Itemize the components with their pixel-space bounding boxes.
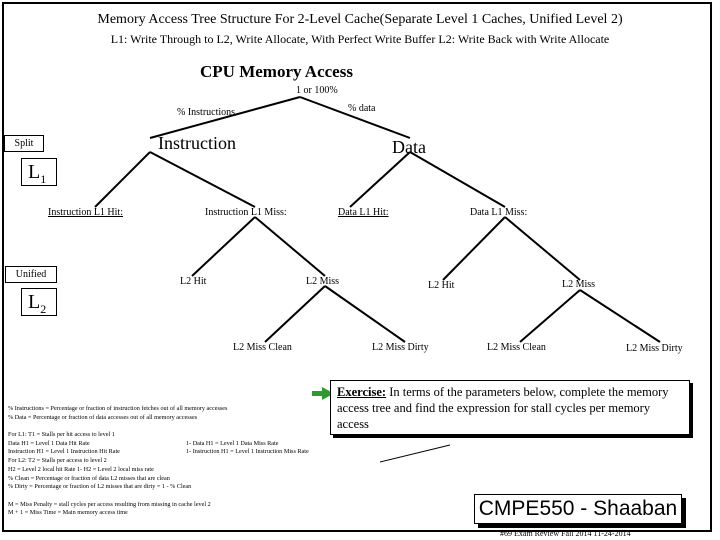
- node-l2-miss-clean-data: L2 Miss Clean: [487, 342, 546, 353]
- edge-data-l1-miss: [409, 151, 506, 208]
- note-line: For L1: T1 = Stalls per hit access to le…: [8, 431, 227, 440]
- slide-frame: [2, 2, 712, 532]
- unified-label: Unified: [15, 269, 47, 280]
- edge-label-pct-data: % data: [348, 103, 376, 114]
- note-text: For L2: T2 = Stalls per access to level …: [8, 457, 107, 465]
- exercise-label: Exercise:: [337, 385, 387, 399]
- edge-il2miss-clean: [264, 285, 326, 343]
- node-data-l1-miss: Data L1 Miss:: [470, 207, 528, 218]
- edge-dmiss-l2-hit: [442, 216, 506, 281]
- note-text: H2 = Level 2 local hit Rate 1- H2 = Leve…: [8, 465, 154, 473]
- edge-imiss-l2-miss: [254, 216, 326, 277]
- note-line: Data H1 = Level 1 Data Hit Rate 1- Data H…: [8, 439, 279, 449]
- green-arrow-icon: [312, 387, 334, 400]
- edge-dl2miss-dirty: [579, 289, 661, 343]
- node-data: Data: [392, 137, 426, 157]
- l1-label: L: [28, 161, 41, 183]
- notes-pointer-line: [379, 444, 451, 463]
- edge-instruction-l1-hit: [94, 151, 151, 208]
- split-label-box: Split: [4, 135, 44, 152]
- node-l2-miss-instruction: L2 Miss: [306, 276, 340, 287]
- split-label: Split: [14, 138, 34, 149]
- l1-label-box: L1: [21, 158, 57, 186]
- slide-subtitle: L1: Write Through to L2, Write Allocate,…: [110, 32, 610, 46]
- edge-dmiss-l2-miss: [504, 216, 581, 281]
- edge-il2miss-dirty: [324, 285, 406, 343]
- edge-instruction-l1-miss: [149, 151, 256, 208]
- edge-imiss-l2-hit: [191, 216, 256, 277]
- node-cpu-memory-access: CPU Memory Access: [200, 62, 353, 81]
- note-text: Instruction H1 = Level 1 Instruction Hit…: [8, 448, 120, 456]
- node-l2-miss-dirty-instruction: L2 Miss Dirty: [372, 342, 429, 353]
- note-text: % Instructions = Percentage or fraction …: [8, 405, 228, 412]
- note-line: Instruction H1 = Level 1 Instruction Hit…: [8, 448, 309, 457]
- node-l2-miss-dirty-data: L2 Miss Dirty: [626, 343, 683, 354]
- edge-dl2miss-clean: [519, 289, 581, 343]
- l2-label-sub: 2: [40, 302, 47, 316]
- note-line: H2 = Level 2 local hit Rate 1- H2 = Leve…: [8, 466, 227, 475]
- unified-label-box: Unified: [5, 266, 57, 283]
- note-line: For L2: T2 = Stalls per access to level …: [8, 457, 227, 466]
- note-line: % Instructions = Percentage or fraction …: [8, 405, 227, 414]
- note-text: Data H1 = Level 1 Data Hit Rate: [8, 439, 90, 447]
- note-text: M = Miss Penalty = stall cycles per acce…: [8, 500, 211, 508]
- slide-title: Memory Access Tree Structure For 2-Level…: [97, 12, 623, 27]
- edge-data-l1-hit: [349, 151, 411, 208]
- node-l2-miss-clean-instruction: L2 Miss Clean: [233, 342, 292, 353]
- note-text: For L1: T1 = Stalls per hit access to le…: [8, 431, 115, 439]
- note-line: [8, 422, 227, 431]
- node-instruction: Instruction: [158, 133, 236, 153]
- course-badge: CMPE550 - Shaaban: [474, 494, 682, 524]
- exercise-text: In terms of the parameters below, comple…: [337, 385, 669, 431]
- note-text: 1- Data H1 = Level 1 Data Miss Rate: [186, 439, 279, 447]
- l1-label-sub: 1: [40, 172, 47, 186]
- l2-label-box: L2: [21, 288, 57, 316]
- node-l2-hit-data: L2 Hit: [428, 280, 455, 291]
- exercise-box: Exercise: In terms of the parameters bel…: [330, 380, 690, 435]
- note-line: % Dirty = Percentage or fraction of L2 m…: [8, 483, 227, 492]
- node-root-note: 1 or 100%: [296, 85, 338, 96]
- note-text: % Data = Percentage or fraction of data …: [8, 413, 198, 421]
- l2-label: L: [28, 291, 41, 313]
- note-line: [8, 492, 227, 501]
- note-line: M + 1 = Miss Time = Main memory access t…: [8, 509, 227, 518]
- edge-root-instruction: [149, 96, 301, 139]
- edge-root-data: [299, 96, 411, 139]
- note-line: % Clean = Percentage or fraction of data…: [8, 475, 227, 484]
- note-text: 1- Instruction H1 = Level 1 Instruction …: [186, 448, 309, 456]
- note-text: % Clean = Percentage or fraction of data…: [8, 474, 170, 482]
- note-line: M = Miss Penalty = stall cycles per acce…: [8, 501, 227, 510]
- node-instruction-l1-miss: Instruction L1 Miss:: [205, 207, 287, 218]
- node-l2-hit-instruction: L2 Hit: [180, 276, 207, 287]
- slide-footer: #69 Exam Review Fall 2014 11-24-2014: [500, 529, 631, 538]
- note-text: M + 1 = Miss Time = Main memory access t…: [8, 509, 128, 517]
- node-instruction-l1-hit: Instruction L1 Hit:: [48, 207, 123, 218]
- node-l2-miss-data: L2 Miss: [562, 279, 596, 290]
- node-data-l1-hit: Data L1 Hit:: [338, 207, 389, 218]
- edge-label-pct-instructions: % Instructions: [177, 107, 236, 118]
- note-text: % Dirty = Percentage or fraction of L2 m…: [8, 483, 192, 491]
- parameter-notes: % Instructions = Percentage or fraction …: [8, 405, 309, 518]
- note-line: % Data = Percentage or fraction of data …: [8, 414, 227, 423]
